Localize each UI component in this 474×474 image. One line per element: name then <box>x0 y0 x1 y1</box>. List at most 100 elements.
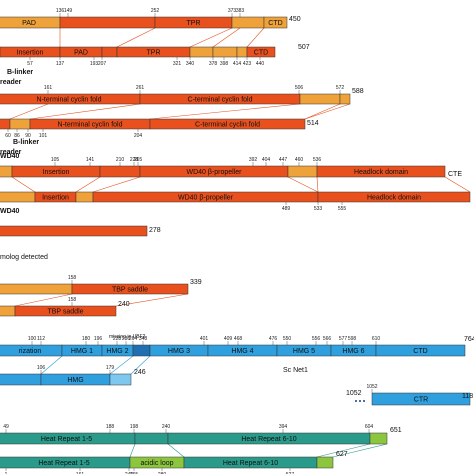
end-label: 278 <box>149 227 161 234</box>
domain-label: CTR <box>414 397 428 404</box>
domain-segment <box>0 225 148 237</box>
connector-line <box>29 103 141 120</box>
position-number: 489 <box>282 206 291 212</box>
domain-label: Heat Repeat 6-10 <box>223 460 278 467</box>
position-number: 572 <box>336 85 345 91</box>
domain-label: C-terminal cyclin fold <box>195 122 260 129</box>
position-number: 49 <box>3 424 9 430</box>
side-label: reader <box>0 79 22 86</box>
position-number: 423 <box>243 61 252 67</box>
position-number: 378 <box>209 61 218 67</box>
side-label: reader <box>0 149 22 156</box>
domain-segment <box>339 93 351 105</box>
end-label: 450 <box>289 16 301 23</box>
connector-line <box>109 355 134 375</box>
connector-line <box>189 27 233 48</box>
domain-segment <box>0 283 73 295</box>
position-number: 1052 <box>366 384 377 390</box>
domain-segment <box>132 344 151 357</box>
position-number: 106 <box>37 365 46 371</box>
domain-segment <box>299 93 341 105</box>
connector-line <box>212 27 241 48</box>
side-label: WD40 <box>0 208 20 215</box>
domain-label: HMG 5 <box>293 348 315 355</box>
position-number: 555 <box>338 206 347 212</box>
domain-segment <box>101 46 118 58</box>
position-number: 460 <box>295 157 304 163</box>
position-number: 476 <box>269 336 278 342</box>
domain-label: Headlock domain <box>367 195 421 202</box>
position-number: 252 <box>151 8 160 14</box>
position-number: 536 <box>313 157 322 163</box>
position-number: 261 <box>136 85 145 91</box>
end-label: 588 <box>352 88 364 95</box>
side-label: B-linker <box>13 139 39 146</box>
end-label: 764 <box>464 336 474 343</box>
connector-line <box>75 176 101 193</box>
position-number: 136 <box>56 8 65 14</box>
position-number: 604 <box>365 424 374 430</box>
species-label: Sc Net1 <box>283 367 308 374</box>
domain-segment <box>369 432 388 445</box>
connector-line <box>304 103 341 120</box>
domain-label: Insertion <box>17 50 44 57</box>
position-number: 598 <box>348 336 357 342</box>
connector-line <box>115 293 189 307</box>
position-number: 280 <box>158 472 167 474</box>
connector-line <box>444 176 471 193</box>
position-number: 401 <box>200 336 209 342</box>
position-number: 57 <box>27 61 33 67</box>
connector-line <box>9 103 49 120</box>
position-number: 100 <box>28 336 37 342</box>
position-number: 158 <box>68 275 77 281</box>
domain-label: N-terminal cyclin fold <box>58 122 123 129</box>
domain-segment <box>316 165 446 178</box>
domain-label: PAD <box>74 50 88 57</box>
end-label: 246 <box>134 369 146 376</box>
connector-line <box>167 443 185 458</box>
position-number: 566 <box>323 336 332 342</box>
domain-label: TPR <box>187 20 201 27</box>
domain-segment <box>109 373 132 386</box>
domain-label: CTD <box>413 348 427 355</box>
domain-label: C-terminal cyclin fold <box>188 97 253 104</box>
position-number: 1 <box>5 472 8 474</box>
position-number: 193 <box>90 61 99 67</box>
position-number: 414 <box>233 61 242 67</box>
position-number: 86 <box>14 133 20 139</box>
domain-label: TPR <box>147 50 161 57</box>
domain-segment <box>0 118 11 130</box>
domain-segment <box>0 305 16 317</box>
domain-segment <box>9 118 31 130</box>
domain-segment <box>371 392 471 406</box>
homology-connector-lines <box>9 27 471 458</box>
position-number: 398 <box>220 61 229 67</box>
domain-segment <box>317 191 471 203</box>
connector-line <box>11 176 36 193</box>
end-label: 627 <box>336 451 348 458</box>
connector-line <box>14 293 73 307</box>
domain-segment <box>14 305 117 317</box>
domain-segment <box>0 165 13 178</box>
position-number: 105 <box>51 157 60 163</box>
position-number: 179 <box>106 365 115 371</box>
position-number: 228 <box>130 157 139 163</box>
domain-label: HMG 3 <box>168 348 190 355</box>
ellipsis-dot <box>355 400 357 402</box>
position-number: 228 <box>113 336 122 342</box>
domain-bars <box>0 13 471 471</box>
domain-segment <box>231 16 265 29</box>
connector-line <box>40 355 63 375</box>
position-number: 137 <box>56 61 65 67</box>
end-label: 514 <box>307 120 319 127</box>
position-number: 264 <box>129 336 138 342</box>
position-number: 394 <box>279 424 288 430</box>
connector-line <box>304 103 351 120</box>
end-label: 339 <box>190 279 202 286</box>
domain-label: Heat Repeat 1-5 <box>41 436 92 443</box>
annotation-text: missing in UBF2 <box>109 334 146 340</box>
position-number: 141 <box>86 157 95 163</box>
domain-label: HMG 4 <box>231 348 253 355</box>
position-number: 149 <box>64 8 73 14</box>
